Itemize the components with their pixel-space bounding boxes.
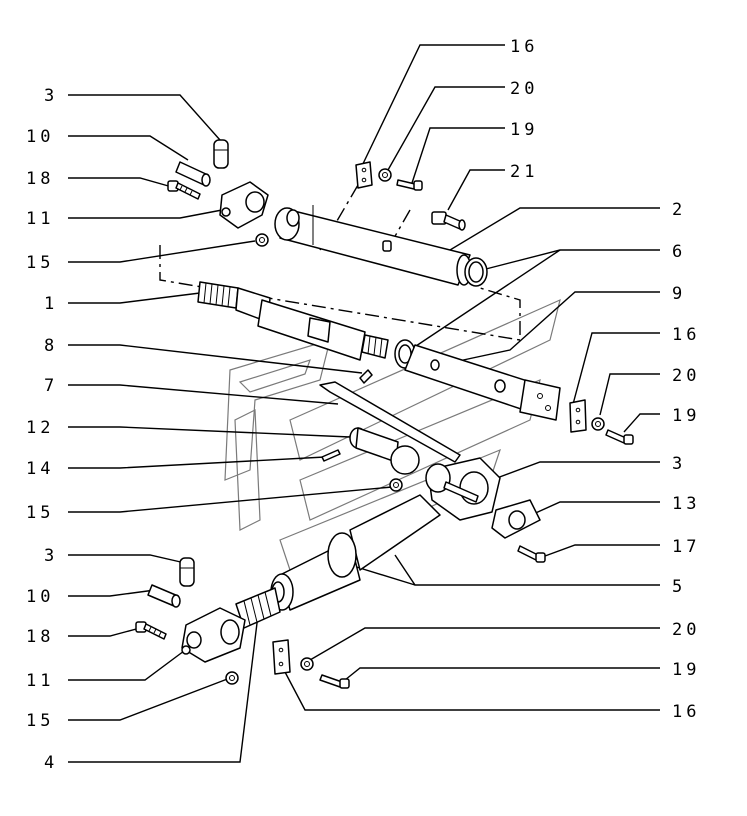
callout-9: 9 xyxy=(672,284,686,304)
callout-4: 4 xyxy=(44,753,58,773)
callout-10-upper: 10 xyxy=(26,127,54,147)
callout-15-upper: 15 xyxy=(26,253,54,273)
cotter-part-8 xyxy=(359,369,373,384)
callout-18-lower: 18 xyxy=(26,627,54,647)
pin-part-10-lower xyxy=(147,584,181,608)
callout-20-middle: 20 xyxy=(672,366,700,386)
bolt-part-19-lower xyxy=(319,674,350,689)
callout-3-lower: 3 xyxy=(44,546,58,566)
bolt-part-19-middle xyxy=(605,429,634,445)
callout-15-middle: 15 xyxy=(26,503,54,523)
lever-part-7 xyxy=(319,381,461,463)
callout-10-lower: 10 xyxy=(26,587,54,607)
callout-13: 13 xyxy=(672,494,700,514)
nut-part-15-lower xyxy=(225,671,239,685)
callout-15-lower: 15 xyxy=(26,711,54,731)
callout-19-lower: 19 xyxy=(672,660,700,680)
bolt-part-18-upper xyxy=(167,180,201,200)
cylinder-part-5 xyxy=(270,494,441,611)
callout-6: 6 xyxy=(672,242,686,262)
clevis-part-11-upper xyxy=(219,181,269,229)
washer-part-20-upper xyxy=(378,168,392,182)
callout-18-upper: 18 xyxy=(26,169,54,189)
plate-part-16-lower xyxy=(272,639,291,675)
callout-labels: 16 20 19 21 2 6 9 16 20 19 3 13 17 5 20 … xyxy=(26,37,700,773)
nut-part-15-upper xyxy=(255,233,269,247)
callout-16-middle: 16 xyxy=(672,325,700,345)
callout-8: 8 xyxy=(44,336,58,356)
pin-part-3-upper xyxy=(213,139,229,169)
tube-part-9 xyxy=(404,344,561,421)
pin-part-3-lower xyxy=(179,557,195,587)
pin-part-10-upper xyxy=(175,161,211,187)
plate-part-16-middle xyxy=(569,399,587,433)
yoke-part-3-middle xyxy=(425,457,501,521)
bolt-part-19-upper xyxy=(396,179,423,191)
callout-5: 5 xyxy=(672,577,686,597)
clevis-part-11-lower xyxy=(181,607,246,663)
callout-1: 1 xyxy=(44,294,58,314)
callout-20-lower: 20 xyxy=(672,620,700,640)
nut-part-15-middle xyxy=(389,478,403,492)
callout-19-middle: 19 xyxy=(672,406,700,426)
washer-part-20-middle xyxy=(591,417,605,431)
callout-11-lower: 11 xyxy=(26,671,54,691)
callout-21: 21 xyxy=(510,162,538,182)
bolt-part-17 xyxy=(517,545,546,563)
callout-16-upper: 16 xyxy=(510,37,538,57)
callout-19-upper: 19 xyxy=(510,120,538,140)
washer-part-20-lower xyxy=(300,657,314,671)
callout-3-upper: 3 xyxy=(44,86,58,106)
callout-14: 14 xyxy=(26,459,54,479)
bolt-part-18-lower xyxy=(135,621,167,640)
callout-12: 12 xyxy=(26,418,54,438)
grease-fitting-part-21 xyxy=(431,211,466,231)
pin-part-12 xyxy=(349,427,420,475)
callout-11-upper: 11 xyxy=(26,209,54,229)
tube-part-2 xyxy=(274,205,472,286)
callout-20-upper: 20 xyxy=(510,79,538,99)
threaded-rod-part-1 xyxy=(197,281,389,361)
callout-16-lower: 16 xyxy=(672,702,700,722)
plate-part-16-upper xyxy=(355,161,373,189)
pin-part-14 xyxy=(321,449,341,462)
flange-part-13 xyxy=(491,499,541,539)
callout-3-middle: 3 xyxy=(672,454,686,474)
ring-part-6-upper xyxy=(464,257,488,287)
callout-7: 7 xyxy=(44,376,58,396)
callout-2: 2 xyxy=(672,200,686,220)
callout-17: 17 xyxy=(672,537,700,557)
